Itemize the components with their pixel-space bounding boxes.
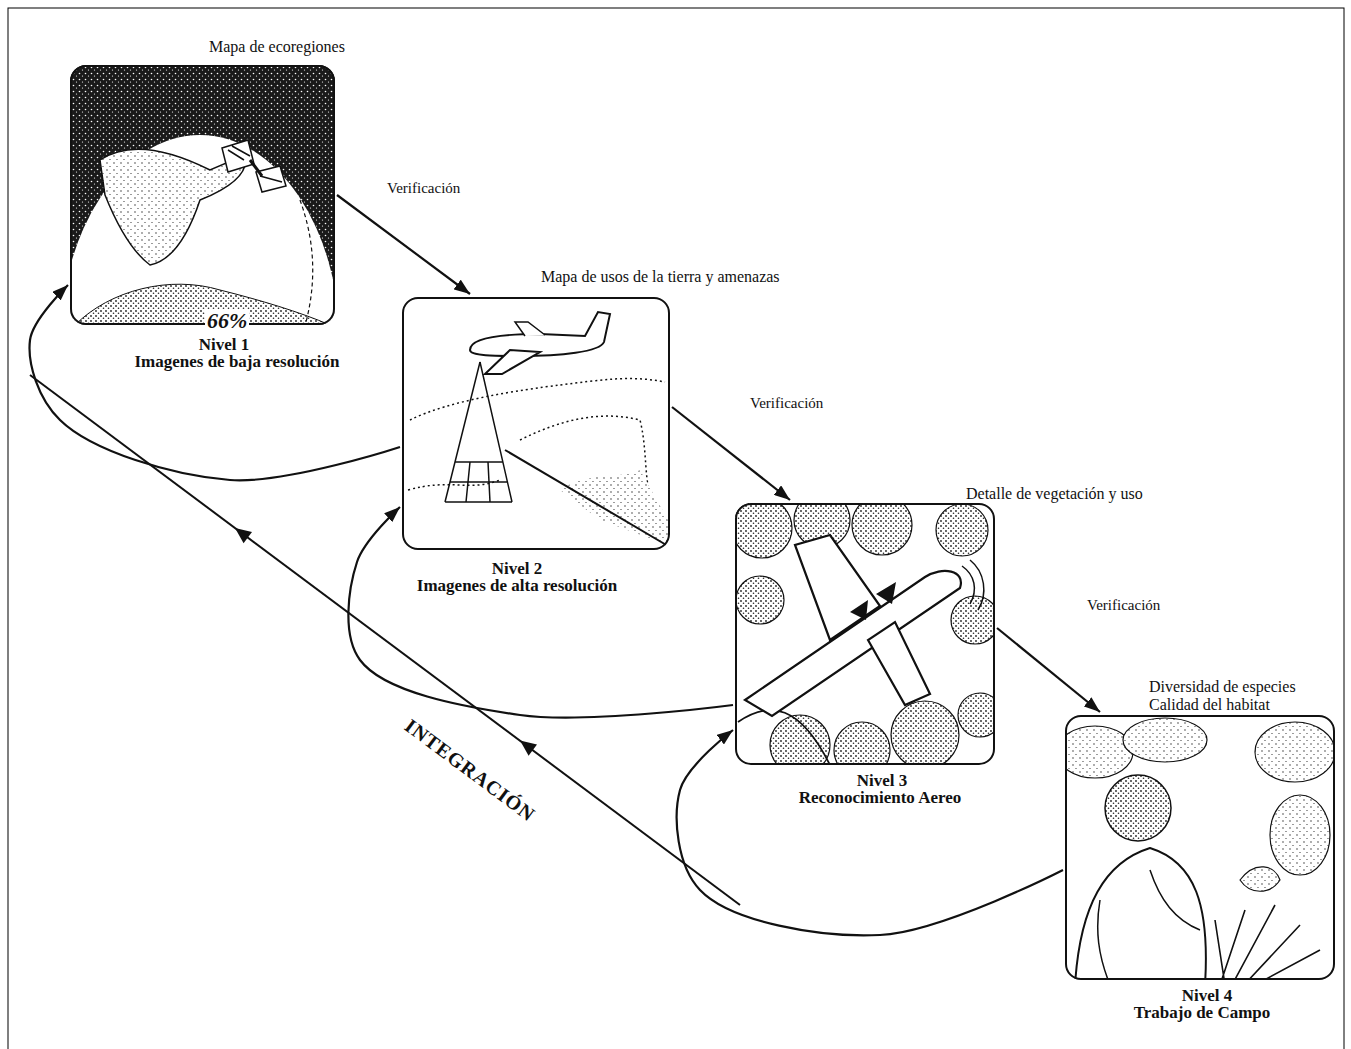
integration-label: INTEGRACIÓN (399, 713, 541, 827)
feedback-arrow (30, 285, 400, 480)
integration-arrow-line (30, 375, 740, 905)
landmass (75, 284, 330, 325)
verification-arrow (997, 628, 1100, 712)
tree-canopy (891, 701, 959, 765)
stippled-land (560, 470, 668, 545)
level-heading: Detalle de vegetación y uso (964, 485, 1145, 503)
field-work-illustration (1065, 718, 1335, 980)
level-heading: Diversidad de especies (1147, 678, 1298, 696)
level-number: Nivel 4 (1182, 987, 1233, 1006)
leaf (1240, 867, 1280, 891)
feedback-arrow (677, 730, 1063, 935)
plane-wing (795, 535, 880, 640)
level-title: Trabajo de Campo (1134, 1004, 1271, 1023)
percentage-note: 66% (205, 309, 249, 333)
continent (100, 149, 246, 265)
edge-label: Verificación (1085, 597, 1162, 614)
jet-wing (485, 350, 540, 374)
integration-arrowhead (235, 528, 252, 543)
edge-label: Verificación (385, 180, 462, 197)
aerial-image-illustration (408, 312, 668, 546)
plant-leaves (1215, 905, 1320, 980)
level-heading: Calidad del habitat (1147, 696, 1272, 714)
person-arm (1098, 870, 1200, 980)
foliage (1270, 795, 1330, 875)
level-title: Imagenes de baja resolución (134, 353, 339, 372)
tree-canopy (852, 503, 912, 555)
jet-wing (515, 322, 545, 336)
tree-canopy (936, 504, 988, 556)
orbit-line (300, 200, 313, 322)
person-head (1105, 775, 1171, 841)
satellite-panel (222, 140, 254, 172)
level-heading: Mapa de ecoregiones (207, 38, 347, 56)
jet-fuselage (470, 312, 610, 356)
propeller (962, 560, 984, 610)
plane-wing (868, 622, 930, 705)
page-frame (8, 8, 1344, 1049)
river (738, 710, 830, 765)
tree-canopy (735, 503, 792, 558)
tree-canopy (736, 576, 784, 624)
level-title: Imagenes de alta resolución (417, 577, 617, 596)
tree-canopy (951, 596, 995, 644)
edge-label: Verificación (748, 395, 825, 412)
level-box: Mapa de usos de la tierra y amenazasNive… (402, 297, 670, 550)
level-number: Nivel 1 (199, 336, 250, 355)
integration-arrowhead (520, 741, 537, 756)
person-body (1075, 848, 1206, 980)
dotted-boundary (410, 379, 665, 420)
level-box: Mapa de ecoregionesNivel 1Imagenes de ba… (70, 65, 335, 325)
globe (70, 135, 335, 325)
satellite-panel (256, 166, 286, 192)
foliage (1123, 718, 1207, 762)
feedback-arrow (348, 507, 733, 718)
level-number: Nivel 3 (857, 772, 908, 791)
level-box: Detalle de vegetación y usoNivel 3Recono… (735, 503, 995, 765)
foliage (1255, 722, 1335, 782)
level-title: Reconocimiento Aereo (799, 789, 962, 808)
coastline (505, 450, 668, 546)
level-box: Diversidad de especiesCalidad del habita… (1065, 715, 1335, 980)
foliage (1065, 726, 1133, 778)
level-heading: Mapa de usos de la tierra y amenazas (539, 268, 782, 286)
tree-canopy (834, 722, 890, 765)
plane-window (850, 582, 896, 620)
verification-arrow (672, 407, 790, 500)
verification-arrow (337, 195, 470, 294)
camera-footprint (445, 362, 512, 502)
level-number: Nivel 2 (492, 560, 543, 579)
aerial-survey-illustration (735, 503, 995, 765)
satellite-image-illustration (70, 65, 335, 325)
tree-canopy (958, 693, 995, 737)
satellite-body (250, 160, 262, 176)
